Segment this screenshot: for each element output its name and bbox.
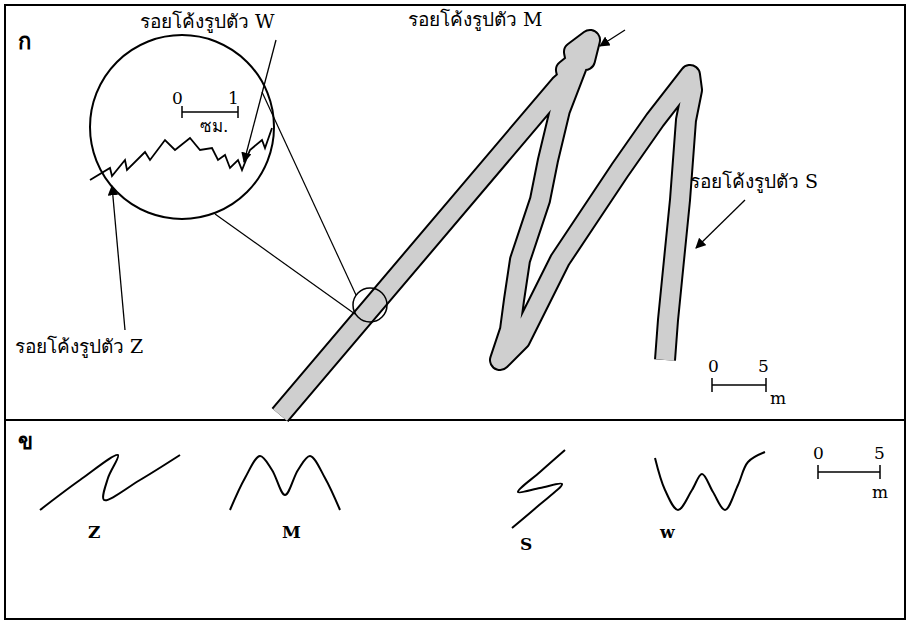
shape-letter: M	[282, 522, 301, 542]
fold-label: รอยโค้งรูปตัว S	[690, 170, 818, 193]
scale-tick	[711, 378, 713, 392]
scale-bar	[712, 384, 766, 386]
scale-text: 0	[172, 88, 183, 108]
scale-number: 5	[758, 356, 769, 376]
shape-letter: Z	[88, 522, 100, 542]
fold-shape	[512, 450, 565, 528]
scale-tick	[765, 378, 767, 392]
fold-shapes	[40, 450, 765, 528]
leader-arrow	[696, 200, 745, 248]
leader-arrow	[112, 186, 125, 330]
scale-tick	[879, 465, 881, 479]
fold-band-fill	[280, 40, 692, 415]
scale-text: ซม.	[200, 116, 228, 136]
scale-unit: m	[770, 388, 786, 408]
zoom-circle	[353, 288, 387, 322]
scale-bar	[182, 111, 238, 113]
fold-label: รอยโค้งรูปตัว M	[408, 8, 543, 31]
fold-shape	[230, 456, 340, 510]
panel-letter: ข	[18, 428, 33, 454]
circle-outline	[88, 33, 276, 221]
fold-band-outline	[280, 40, 692, 415]
shape-letter: S	[520, 534, 532, 554]
scale-tick	[817, 465, 819, 479]
scale-number: 5	[874, 443, 885, 463]
zoom-line	[215, 214, 355, 314]
zoomed-fold-line	[90, 128, 272, 180]
fold-band	[280, 40, 692, 415]
shape-letter: w	[660, 522, 675, 542]
frame	[5, 5, 905, 619]
scale-number: 0	[813, 443, 824, 463]
fold-shape	[40, 455, 180, 510]
fold-shape	[655, 452, 765, 510]
circle-outline	[90, 35, 274, 219]
fold-label: รอยโค้งรูปตัว Z	[15, 335, 143, 358]
scale-text: 1	[228, 88, 239, 108]
zoom-line	[262, 92, 356, 295]
scale-unit: m	[872, 482, 888, 502]
leader-arrow	[600, 30, 625, 46]
scale-number: 0	[708, 356, 719, 376]
fold-label: รอยโค้งรูปตัว W	[140, 10, 275, 33]
panel-divider	[5, 419, 905, 421]
scale-bar	[818, 471, 880, 473]
zoom-circle: 0 1ซม.	[88, 33, 276, 221]
panel-letter: ก	[18, 28, 31, 54]
